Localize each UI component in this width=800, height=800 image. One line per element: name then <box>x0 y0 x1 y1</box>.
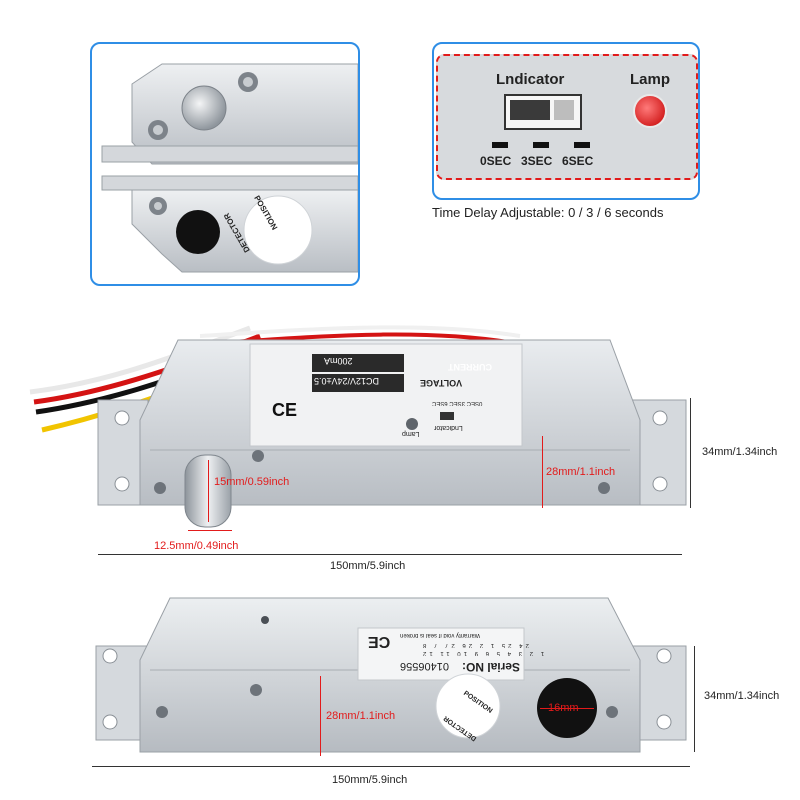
hole-dimension-line <box>540 708 594 709</box>
dim-height-inner-back: 28mm/1.1inch <box>326 710 396 722</box>
dim-height-outer-back: 34mm/1.34inch <box>704 690 780 702</box>
inner-height-front-line <box>542 436 543 508</box>
grid-cell: 1 <box>537 650 545 656</box>
grid-cell: 5 <box>493 650 500 656</box>
label-voltage-value: DC12V/24V±0.5 <box>314 376 379 386</box>
grid-cell: 3 <box>515 650 523 656</box>
delay-tick-3 <box>533 142 549 148</box>
delay-switch-icon[interactable] <box>504 94 582 130</box>
lock-back-illustration <box>95 597 687 753</box>
grid-cell: 8 <box>420 642 427 648</box>
grid-cell: 11 <box>437 650 450 656</box>
grid-cell: 4 <box>504 650 512 656</box>
serial-number: 01406556 <box>400 660 449 672</box>
grid-cell: 9 <box>471 650 478 656</box>
width-front-line <box>98 554 682 555</box>
dim-width-front: 150mm/5.9inch <box>330 560 406 572</box>
delay-tick-6 <box>574 142 590 148</box>
label-current-key: CURRENT <box>448 362 492 372</box>
lock-closeup-illustration <box>101 63 358 273</box>
indicator-label: Lndicator <box>496 71 565 88</box>
label-voltage-key: VOLTAGE <box>420 378 463 388</box>
outer-height-back-line <box>694 646 695 752</box>
warranty-text: Warranty void if seal is broken <box>400 632 481 638</box>
serial-label: Serial NO: <box>462 660 521 674</box>
grid-cell: 26 <box>459 642 473 648</box>
grid-cell: 1 <box>487 642 495 648</box>
caption: Time Delay Adjustable: 0 / 3 / 6 seconds <box>432 205 664 220</box>
inner-height-back-line <box>320 676 321 756</box>
dim-height-outer-front: 34mm/1.34inch <box>702 446 778 458</box>
dim-bolt-length: 15mm/0.59inch <box>214 476 290 488</box>
outer-height-front-line <box>690 398 691 508</box>
closeup-photo-panel: POSITION DETECTOR <box>90 42 360 286</box>
delay-option-3: 3SEC <box>521 154 553 168</box>
lamp-led-icon <box>633 94 667 128</box>
delay-option-0: 0SEC <box>480 154 512 168</box>
grid-cell: 2 <box>476 642 484 648</box>
delay-small-label: 0SEC 3SEC 6SEC <box>432 400 483 406</box>
dim-bolt-diameter: 12.5mm/0.49inch <box>154 540 239 552</box>
grid-cell: 12 <box>420 650 433 656</box>
grid-cell: 25 <box>498 642 512 648</box>
indicator-small-label: Lndicator <box>434 424 463 431</box>
grid-cell: 2 <box>526 650 534 656</box>
bolt-diameter-dimension-line <box>188 530 232 531</box>
lock-front-illustration <box>29 325 687 528</box>
lamp-label: Lamp <box>630 71 671 88</box>
delay-tick-0 <box>492 142 508 148</box>
indicator-closeup-panel: Lndicator Lamp 0SEC 3SEC 6SEC <box>432 42 700 200</box>
ce-mark-front: CE <box>272 400 298 420</box>
grid-cell: 24 <box>516 642 529 648</box>
dim-width-back: 150mm/5.9inch <box>332 774 408 786</box>
delay-option-6: 6SEC <box>562 154 594 168</box>
width-back-line <box>92 766 690 767</box>
grid-cell: 10 <box>454 650 467 656</box>
grid-cell: 7 <box>431 642 438 648</box>
ce-mark-back: CE <box>368 633 391 650</box>
grid-row-1: 24 25 1 2 26 27 7 8 <box>420 642 529 648</box>
dim-hole: 16mm <box>548 702 579 714</box>
lamp-small-label: Lamp <box>402 430 420 437</box>
label-current-value: 200mA <box>324 356 353 366</box>
dim-height-inner-front: 28mm/1.1inch <box>546 466 616 478</box>
bolt-length-dimension-line <box>208 460 209 522</box>
grid-cell: 27 <box>442 642 455 648</box>
grid-cell: 6 <box>482 650 489 656</box>
grid-row-2: 1 2 3 4 5 6 9 10 11 12 <box>420 650 544 656</box>
